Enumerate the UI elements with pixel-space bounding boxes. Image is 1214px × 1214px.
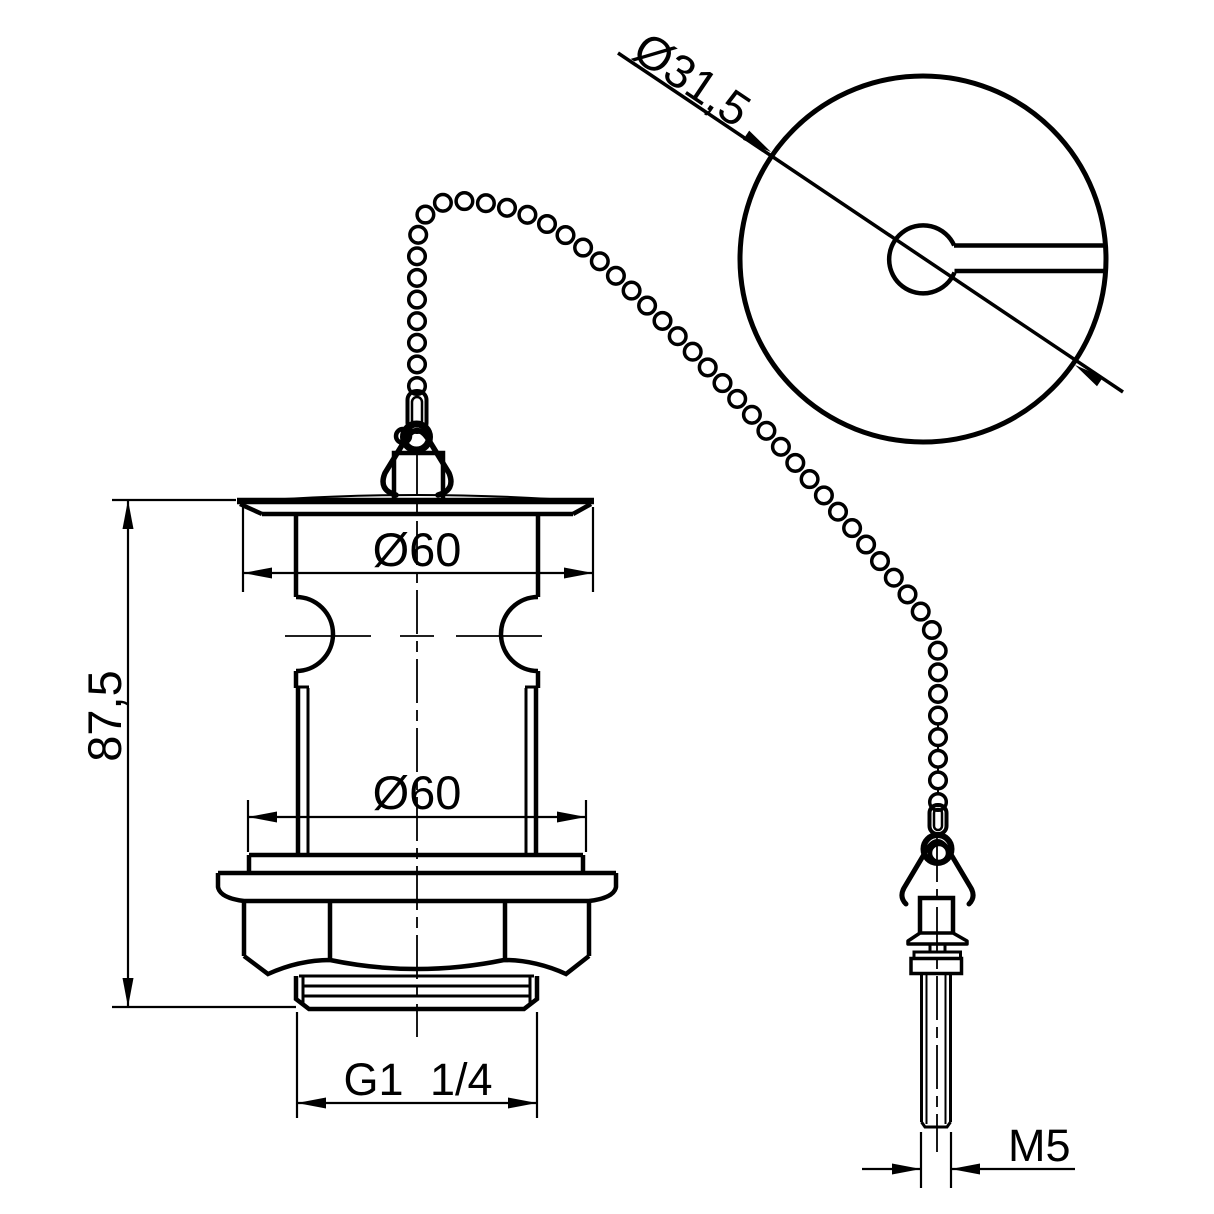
dim-label-overall-height: 87,5 (78, 670, 131, 761)
dim-label-plug-diameter: Ø31,5 (624, 21, 760, 137)
chain-bead (712, 373, 733, 394)
dimension-screw-thread: M5 (862, 1120, 1075, 1188)
dim-arrow-right (508, 1097, 537, 1109)
ball-chain (406, 191, 949, 813)
chain-bead (799, 469, 820, 490)
dim-line-plug-diameter (617, 51, 1124, 394)
plug-center-hole (886, 223, 957, 296)
chain-bead (406, 267, 428, 288)
chain-bead (869, 551, 891, 572)
chain-bead (605, 265, 626, 286)
dim-arrow-upper-left (743, 130, 771, 152)
chain-bead (406, 332, 428, 353)
side-plug-cone-flange (906, 931, 969, 946)
plug-neck (391, 450, 446, 500)
chain-bead (637, 295, 658, 316)
plug-outer-circle (737, 73, 1109, 445)
screw-rod-bottom-chamfer (920, 1121, 952, 1129)
plug-dome-right-chamfer (571, 502, 593, 516)
dim-label-body-diameter: Ø60 (373, 766, 462, 819)
body-notch-left (295, 594, 336, 674)
chain-bead (406, 354, 428, 375)
dim-arrow-left (243, 567, 272, 579)
chain-bead (454, 191, 475, 212)
chain-bead (432, 192, 453, 213)
dim-arrow-right (557, 811, 586, 823)
chain-bead (927, 662, 949, 683)
waste-front-view (215, 389, 619, 1037)
side-plug-stem (917, 895, 956, 933)
chain-bead (842, 518, 863, 539)
dimension-plug-diameter: Ø31,5 (617, 21, 1124, 394)
dim-label-screw-thread: M5 (1008, 1120, 1071, 1171)
hexnut-bottom-edge (242, 954, 591, 977)
plug-top-view: Ø31,5 (617, 21, 1124, 445)
chain-bead (682, 341, 703, 362)
chain-bead (756, 420, 777, 441)
dimensions: Ø60 Ø60 87,5 G1 1/4 (78, 498, 1075, 1188)
dim-label-outlet-thread: G1 1/4 (343, 1054, 492, 1105)
dimension-outlet-thread: G1 1/4 (295, 1012, 539, 1118)
side-nut (909, 956, 964, 976)
chain-bead (406, 289, 428, 310)
chain-bead (475, 193, 496, 214)
chain-bead (927, 640, 948, 661)
chain-bead (573, 237, 594, 258)
dimension-body-diameter: Ø60 (246, 766, 588, 852)
chain-bead (927, 683, 949, 704)
flange-body (215, 873, 619, 904)
dim-arrow-left (248, 811, 277, 823)
chain-bead (785, 452, 806, 473)
dim-arrow-top (122, 500, 134, 529)
chain-bead (897, 584, 918, 605)
chain-bead (883, 567, 904, 588)
thread-collar-outline (293, 976, 540, 1012)
dim-arrow-right (564, 567, 593, 579)
chain-beads (406, 191, 949, 813)
chain-bead (555, 225, 576, 246)
dim-arrow-left (297, 1097, 326, 1109)
side-chain-link-inner (932, 807, 944, 832)
chain-bead (496, 197, 518, 218)
chain-bead (927, 705, 949, 726)
chain-bead (517, 204, 538, 225)
chain-bead (827, 501, 849, 522)
dim-label-flange-diameter: Ø60 (373, 523, 462, 576)
chain-bead (856, 534, 877, 555)
plug-bail-triangle (380, 427, 454, 498)
chain-bead (406, 246, 428, 267)
plug-dome-left-chamfer (239, 501, 263, 517)
chain-bead (652, 310, 673, 331)
chain-bead (927, 727, 949, 748)
chain-bead (910, 601, 931, 622)
chain-bead (921, 619, 942, 641)
chain-bead (741, 404, 762, 425)
chain-bead (727, 388, 748, 409)
dim-arrow-bottom (122, 978, 134, 1007)
chain-bead (770, 436, 791, 457)
chain-bead (927, 748, 949, 769)
chain-bead (415, 204, 436, 225)
dim-arrow-left (892, 1163, 921, 1175)
dimension-flange-diameter: Ø60 (241, 507, 595, 592)
chain-bead (621, 280, 642, 301)
plug-dome-crown (284, 494, 551, 500)
plug-side-view (899, 803, 976, 1152)
chain-bead (813, 485, 834, 506)
dimension-overall-height: 87,5 (78, 498, 296, 1009)
chain-bead (927, 770, 949, 791)
chain-bead (406, 311, 428, 332)
chain-bead (589, 251, 610, 272)
chain-bead (408, 224, 429, 245)
chain-bead (697, 357, 718, 378)
chain-bead (667, 326, 688, 347)
dim-arrow-lower-right (1075, 365, 1104, 387)
dim-arrow-right (951, 1163, 980, 1175)
side-plug-bail-triangle (899, 839, 976, 907)
body-notch-right (498, 594, 539, 674)
chain-bead (536, 213, 558, 235)
